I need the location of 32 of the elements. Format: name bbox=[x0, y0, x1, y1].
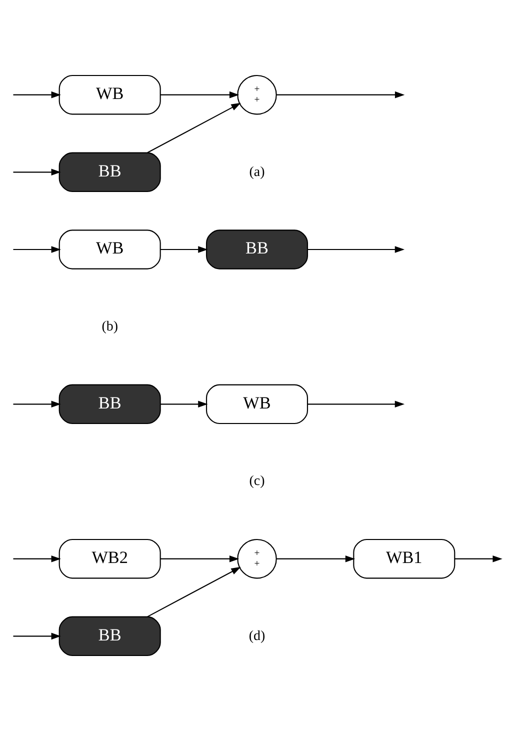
arrow bbox=[276, 555, 356, 562]
node-box: BB bbox=[58, 152, 161, 192]
node-box: WB1 bbox=[353, 538, 456, 579]
node-box: WB2 bbox=[58, 538, 161, 579]
arrow bbox=[308, 400, 405, 408]
node-box: WB bbox=[58, 230, 161, 270]
arrow bbox=[454, 555, 502, 562]
arrow bbox=[13, 632, 61, 640]
arrow bbox=[160, 246, 208, 253]
arrow bbox=[13, 168, 61, 176]
arrow bbox=[147, 102, 241, 154]
node-box: WB bbox=[206, 384, 308, 424]
node-circle: + + bbox=[237, 74, 277, 115]
node-box: BB bbox=[206, 230, 308, 270]
node-circle: + + bbox=[237, 538, 277, 579]
arrow bbox=[13, 246, 61, 253]
label: (a) bbox=[249, 164, 265, 180]
arrow bbox=[13, 400, 61, 408]
node-box: BB bbox=[58, 384, 161, 424]
label: (d) bbox=[248, 628, 266, 644]
arrow bbox=[160, 91, 240, 98]
label: (b) bbox=[102, 319, 118, 334]
node-box: BB bbox=[58, 616, 161, 656]
arrow bbox=[160, 555, 240, 562]
arrow bbox=[160, 400, 208, 408]
node-box: WB bbox=[58, 74, 161, 115]
arrow bbox=[276, 91, 405, 98]
arrow bbox=[13, 555, 61, 562]
arrow bbox=[147, 566, 241, 618]
arrow bbox=[308, 246, 405, 253]
label: (c) bbox=[249, 474, 265, 490]
arrow bbox=[13, 91, 61, 98]
